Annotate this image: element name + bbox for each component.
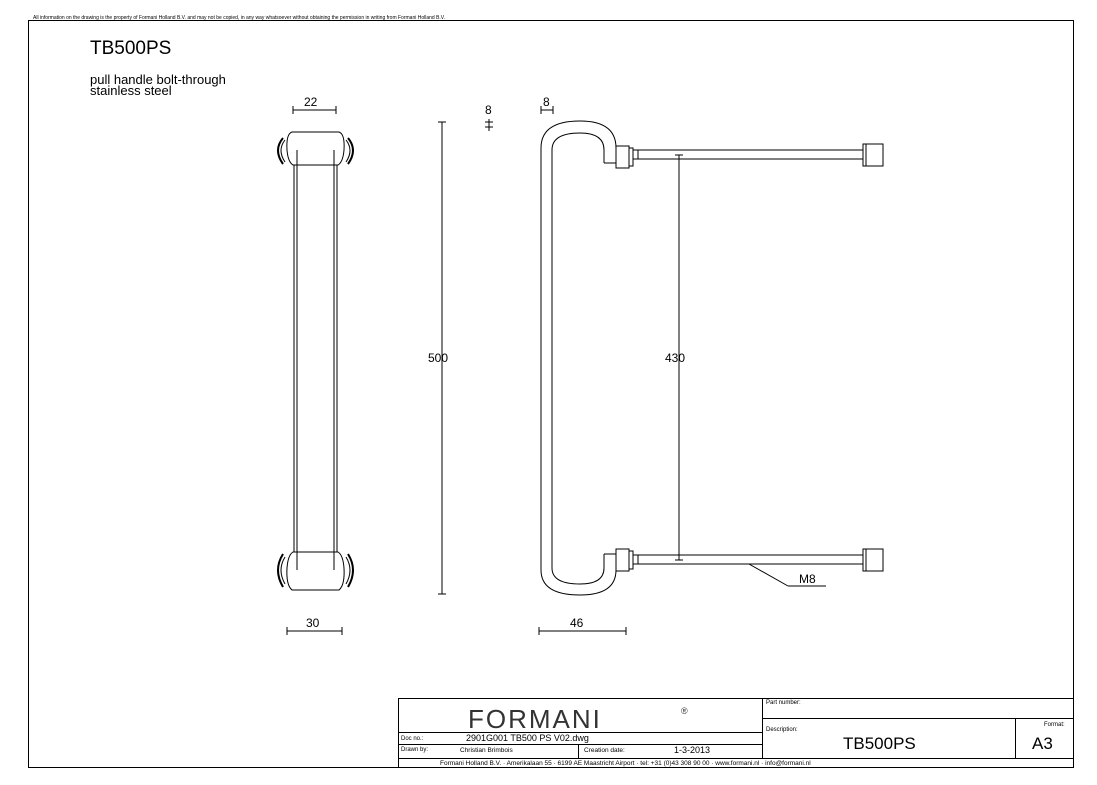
dim-length	[438, 121, 446, 595]
front-top-cap-right-rose	[345, 139, 351, 163]
front-top-cap	[286, 131, 345, 166]
title-block: FORMANI ® Part number: Description: TB50…	[398, 698, 1074, 768]
product-code-title: TB500PS	[90, 38, 172, 59]
side-bottom-rose	[615, 548, 630, 572]
dim-center-distance	[675, 154, 683, 561]
side-view-handle	[540, 120, 884, 596]
doc-number-value: 2901G001 TB500 PS V02.dwg	[466, 733, 589, 743]
product-material: stainless steel	[90, 83, 172, 98]
side-inner-profile	[551, 132, 605, 585]
dim-length-label: 500	[428, 351, 448, 365]
side-outer-profile	[540, 120, 617, 596]
side-bottom-bolt-nut	[862, 548, 884, 572]
dim-top-width	[292, 106, 337, 114]
description-value: TB500PS	[843, 734, 916, 753]
format-value: A3	[1032, 734, 1053, 753]
dim-thickness-right-label: 8	[543, 95, 550, 109]
dim-top-width-label: 22	[304, 95, 318, 109]
format-label: Format:	[1044, 722, 1065, 728]
registered-mark: ®	[681, 706, 688, 716]
copyright-disclaimer: All information on the drawing is the pr…	[33, 15, 446, 21]
creation-date-value: 1-3-2013	[674, 745, 711, 755]
company-footer: Formani Holland B.V. · Amerikalaan 55 · …	[440, 760, 811, 767]
side-top-rose	[615, 145, 630, 169]
dim-projection	[538, 627, 627, 635]
dim-thickness-left	[485, 119, 493, 131]
dim-bottom-width	[286, 627, 343, 635]
drawn-by-label: Drawn by:	[401, 747, 429, 753]
dim-projection-label: 46	[570, 616, 584, 630]
side-top-bolt	[632, 149, 864, 160]
formani-logo: FORMANI	[468, 704, 602, 734]
doc-number-label: Doc no.:	[401, 736, 424, 742]
part-number-label: Part number:	[766, 700, 801, 706]
front-top-cap-left-rose	[280, 139, 286, 163]
product-description: pull handle bolt-through	[90, 72, 226, 87]
drawing-frame	[28, 20, 1074, 768]
dim-center-distance-label: 430	[665, 351, 685, 365]
front-bottom-cap	[286, 551, 345, 591]
thread-label: M8	[799, 572, 816, 586]
leader-thread	[748, 563, 826, 587]
drawn-by-value: Christian Brimbois	[460, 747, 513, 754]
dim-thickness-left-label: 8	[485, 103, 492, 117]
front-view-handle	[277, 131, 354, 591]
creation-date-label: Creation date:	[584, 747, 625, 754]
description-label: Description:	[766, 727, 798, 733]
dim-bottom-width-label: 30	[306, 616, 320, 630]
dim-thickness-right	[540, 106, 554, 114]
side-bottom-bolt	[632, 554, 864, 565]
side-top-bolt-nut	[862, 143, 884, 167]
